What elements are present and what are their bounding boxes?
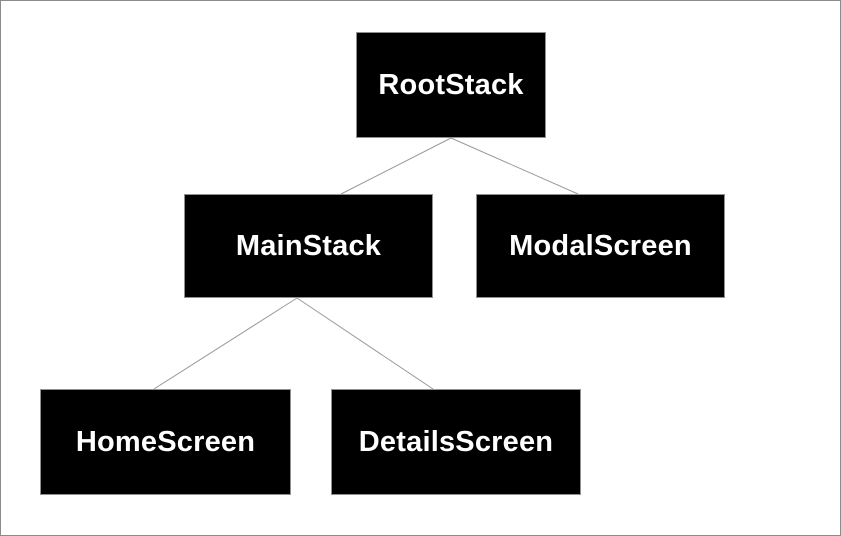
- edge-mainstack-homescreen: [153, 297, 298, 390]
- node-homescreen-label: HomeScreen: [75, 425, 256, 458]
- node-mainstack: MainStack: [184, 194, 433, 298]
- node-rootstack-label: RootStack: [378, 68, 524, 101]
- edge-rootstack-mainstack: [340, 137, 452, 195]
- node-detailsscreen-label: DetailsScreen: [358, 425, 554, 458]
- node-modalscreen: ModalScreen: [476, 194, 725, 298]
- node-modalscreen-label: ModalScreen: [509, 229, 692, 262]
- edge-rootstack-modalscreen: [450, 137, 579, 195]
- node-mainstack-label: MainStack: [235, 229, 382, 262]
- node-homescreen: HomeScreen: [40, 389, 291, 495]
- node-rootstack: RootStack: [356, 32, 546, 138]
- edge-mainstack-detailsscreen: [296, 297, 434, 390]
- node-detailsscreen: DetailsScreen: [331, 389, 581, 495]
